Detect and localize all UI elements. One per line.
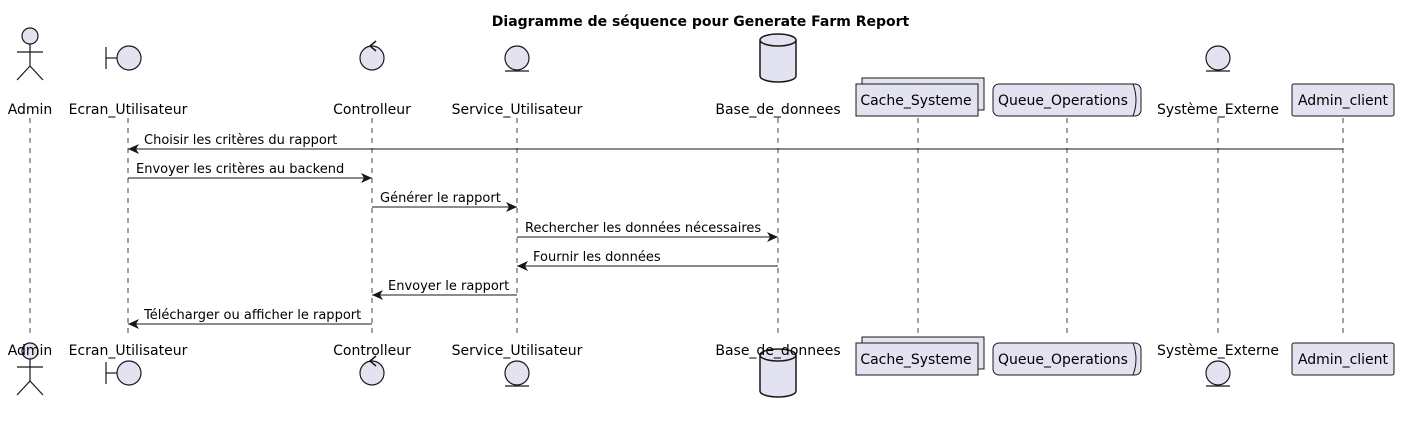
participant-label: Admin_client xyxy=(1298,93,1389,109)
participant-label: Base_de_donnees xyxy=(715,343,840,359)
participant-label: Controlleur xyxy=(333,343,411,359)
message-label: Rechercher les données nécessaires xyxy=(525,221,761,236)
participant-label: Base_de_donnees xyxy=(715,102,840,118)
participant-service-utilisateur-top[interactable]: Service_Utilisateur xyxy=(452,45,583,118)
participant-label: Queue_Operations xyxy=(998,93,1128,109)
participant-base-de-donnees-top[interactable]: Base_de_donnees xyxy=(715,33,841,118)
participant-label: Service_Utilisateur xyxy=(452,343,583,359)
message-label: Générer le rapport xyxy=(380,191,501,206)
participant-label: Système_Externe xyxy=(1157,102,1279,118)
participant-label: Cache_Systeme xyxy=(860,352,971,368)
participant-admin-client-top[interactable]: Admin_client xyxy=(1291,83,1395,117)
participant-service-utilisateur-bottom[interactable]: Service_Utilisateur xyxy=(452,343,583,387)
participant-ecran-utilisateur-bottom[interactable]: Ecran_Utilisateur xyxy=(69,343,188,386)
participant-controlleur-bottom[interactable]: Controlleur xyxy=(333,343,411,386)
participant-label: Cache_Systeme xyxy=(860,93,971,109)
message-label: Télécharger ou afficher le rapport xyxy=(143,308,361,323)
participant-cache-systeme-bottom[interactable]: Cache_Systeme xyxy=(855,336,985,376)
participant-queue-operations-top[interactable]: Queue_Operations xyxy=(992,83,1142,117)
message-label: Envoyer les critères au backend xyxy=(136,162,344,177)
participant-label: Ecran_Utilisateur xyxy=(69,343,188,359)
message-label: Envoyer le rapport xyxy=(388,279,509,294)
participant-cache-systeme-top[interactable]: Cache_Systeme xyxy=(855,77,985,117)
participant-admin-client-bottom[interactable]: Admin_client xyxy=(1291,342,1395,376)
participant-ecran-utilisateur-top[interactable]: Ecran_Utilisateur xyxy=(69,45,188,118)
participant-systeme-externe-bottom[interactable]: Système_Externe xyxy=(1157,343,1279,387)
participant-controlleur-top[interactable]: Controlleur xyxy=(333,40,411,118)
diagram-title: Diagramme de séquence pour Generate Farm… xyxy=(491,14,910,30)
message-label: Fournir les données xyxy=(533,250,661,265)
participant-systeme-externe-top[interactable]: Système_Externe xyxy=(1157,45,1279,118)
participant-label: Ecran_Utilisateur xyxy=(69,102,188,118)
participant-base-de-donnees-bottom[interactable]: Base_de_donnees xyxy=(715,343,841,398)
participant-admin-top[interactable]: Admin xyxy=(8,27,53,118)
participant-label: Controlleur xyxy=(333,102,411,118)
participant-label: Admin_client xyxy=(1298,352,1389,368)
participant-label: Système_Externe xyxy=(1157,343,1279,359)
message-label: Choisir les critères du rapport xyxy=(144,133,337,148)
participant-admin-bottom[interactable]: Admin xyxy=(8,342,53,396)
participant-label: Service_Utilisateur xyxy=(452,102,583,118)
participant-label: Admin xyxy=(8,102,53,118)
participant-label: Admin xyxy=(8,343,53,359)
participant-label: Queue_Operations xyxy=(998,352,1128,368)
participant-queue-operations-bottom[interactable]: Queue_Operations xyxy=(992,342,1142,376)
